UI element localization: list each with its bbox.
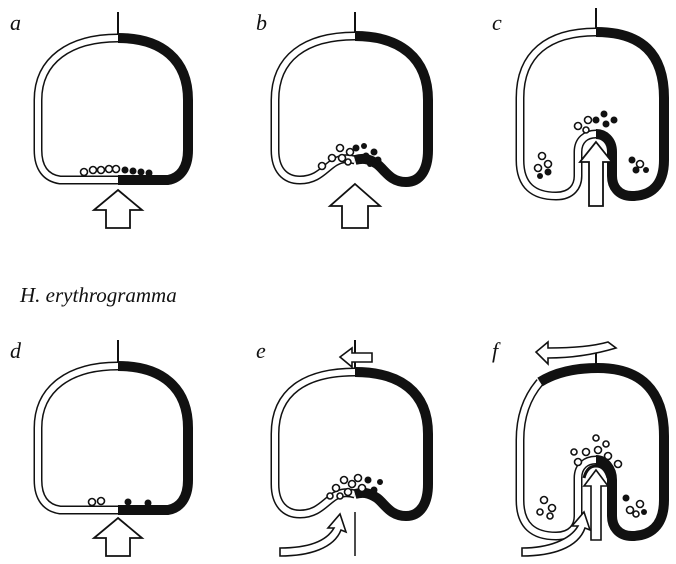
panel-label-e: e: [256, 338, 266, 363]
panel-label-f: f: [492, 338, 501, 363]
panel-e-embryo: [275, 340, 428, 556]
panel-label-b: b: [256, 10, 267, 35]
rotation-arrow-top-f: [536, 342, 616, 364]
push-arrow-a: [94, 190, 142, 228]
panel-d-embryo: [38, 340, 188, 556]
rotation-arrow-bottom-e: [280, 514, 346, 556]
panel-label-a: a: [10, 10, 21, 35]
panel-a-embryo: [38, 12, 188, 228]
panel-label-d: d: [10, 338, 22, 363]
push-arrow-d: [94, 518, 142, 556]
push-arrow-b: [330, 184, 380, 228]
panel-label-c: c: [492, 10, 502, 35]
panel-c-embryo: [520, 8, 664, 206]
panel-f-embryo: [520, 342, 664, 556]
species-caption: H. erythrogramma: [19, 283, 177, 307]
panel-b-embryo: [275, 12, 428, 228]
